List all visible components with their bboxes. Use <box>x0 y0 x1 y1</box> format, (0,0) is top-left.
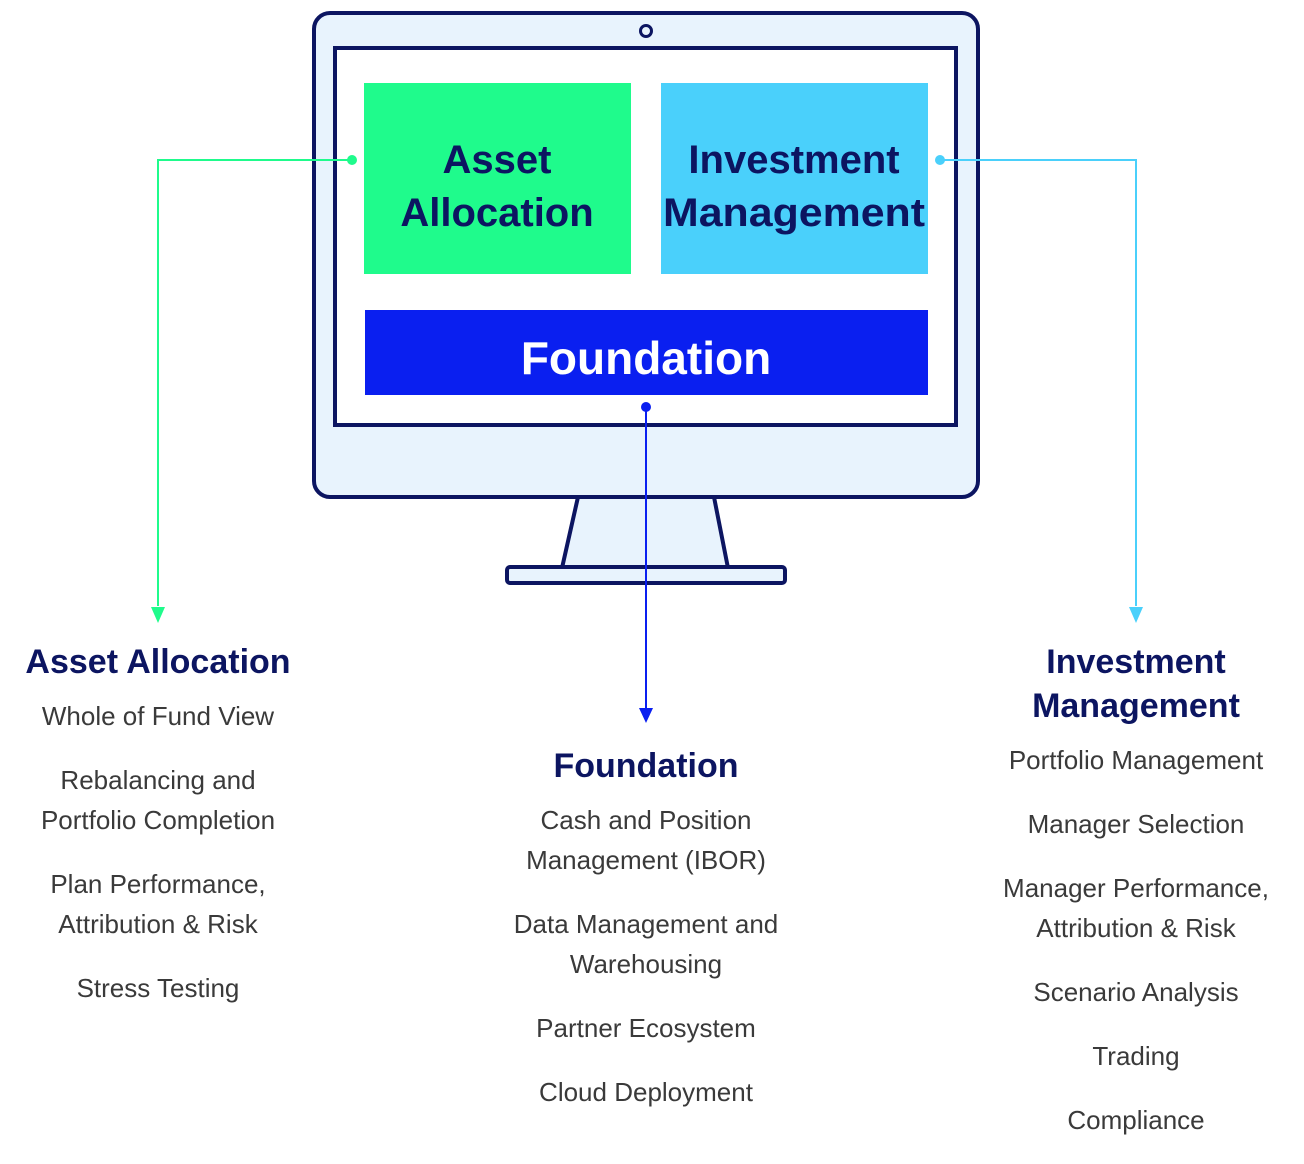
list-item: Partner Ecosystem <box>536 1013 756 1043</box>
investment-management-heading: Investment Management <box>1032 643 1240 725</box>
list-item: Manager Selection <box>1027 809 1245 839</box>
foundation-column: Foundation Cash and Position Management … <box>466 744 826 1136</box>
investment-management-tile <box>661 83 928 274</box>
investment-tile-label-line2: Management <box>663 191 925 235</box>
investment-connector-line <box>940 159 1137 606</box>
foundation-bar-label: Foundation <box>521 332 771 384</box>
asset-tile-label-line2: Allocation <box>400 191 593 235</box>
list-item: Portfolio Management <box>1008 745 1264 775</box>
camera-icon <box>639 24 653 38</box>
list-item: Trading <box>1092 1041 1180 1071</box>
asset-connector-line <box>157 159 352 606</box>
list-item: Scenario Analysis <box>1033 977 1239 1007</box>
foundation-connector-dot <box>641 402 651 412</box>
list-item: Whole of Fund View <box>41 701 275 731</box>
list-item: Cloud Deployment <box>539 1077 753 1107</box>
foundation-list: Cash and Position Management (IBOR) Data… <box>466 800 826 1112</box>
asset-allocation-tile <box>364 83 631 274</box>
list-item: Plan Performance, Attribution & Risk <box>50 869 266 939</box>
investment-connector-dot <box>935 155 945 165</box>
list-item: Manager Performance, Attribution & Risk <box>1003 873 1269 943</box>
foundation-bar <box>365 310 928 395</box>
list-item: Stress Testing <box>76 973 240 1003</box>
investment-tile-label-line1: Investment <box>688 138 899 182</box>
foundation-arrowhead-icon <box>639 708 653 723</box>
asset-allocation-column: Asset Allocation Whole of Fund View Reba… <box>8 640 308 1032</box>
list-item: Rebalancing and Portfolio Completion <box>40 765 276 835</box>
investment-arrowhead-icon <box>1129 607 1143 623</box>
list-item: Compliance <box>1067 1105 1205 1135</box>
investment-management-list: Portfolio Management Manager Selection M… <box>968 740 1304 1140</box>
asset-arrowhead-icon <box>151 607 165 623</box>
investment-management-column: Investment Management Portfolio Manageme… <box>968 640 1304 1164</box>
asset-allocation-heading: Asset Allocation <box>25 643 291 681</box>
asset-connector-dot <box>347 155 357 165</box>
list-item: Data Management and Warehousing <box>513 909 779 979</box>
list-item: Cash and Position Management (IBOR) <box>526 805 766 875</box>
foundation-heading: Foundation <box>553 747 739 785</box>
asset-allocation-list: Whole of Fund View Rebalancing and Portf… <box>8 696 308 1008</box>
asset-tile-label-line1: Asset <box>443 138 552 182</box>
